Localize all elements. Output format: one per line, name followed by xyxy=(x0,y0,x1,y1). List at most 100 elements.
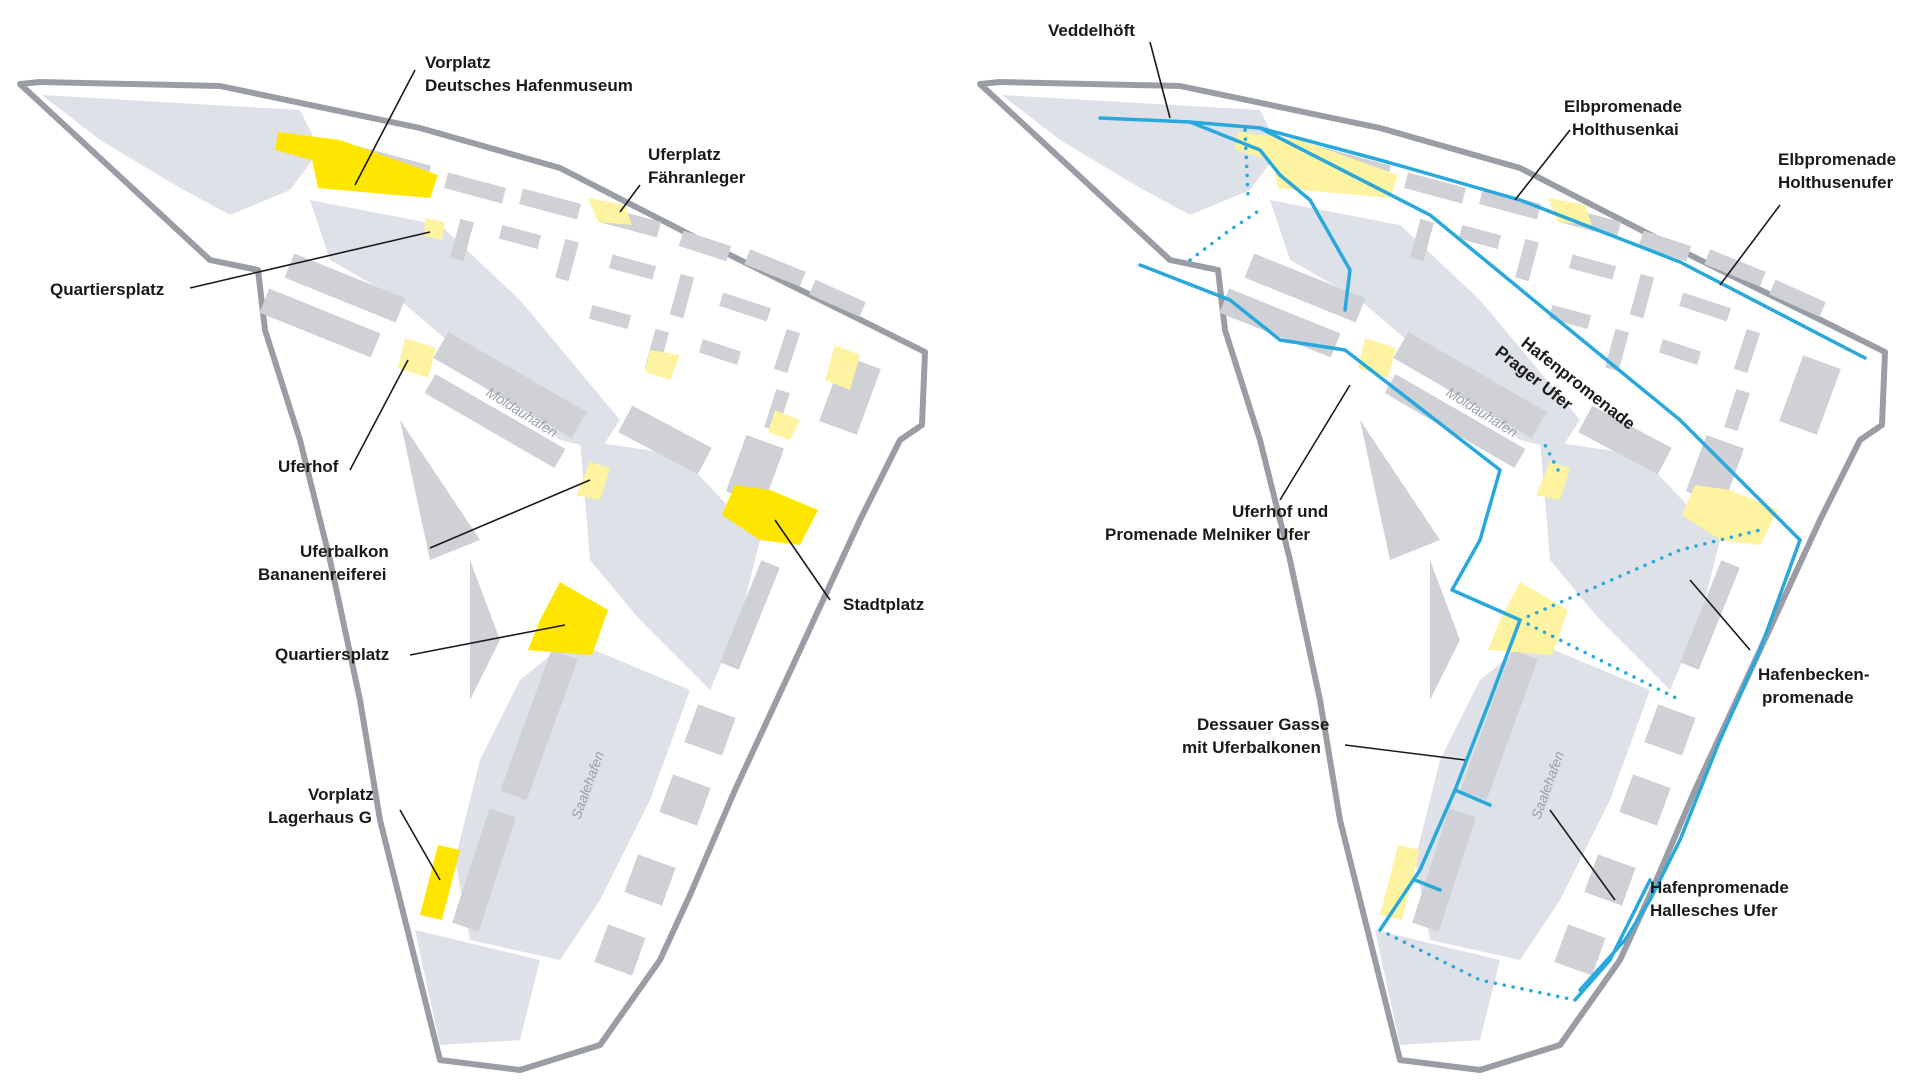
route-dotted xyxy=(1518,528,1762,622)
building xyxy=(450,218,474,262)
building xyxy=(1554,924,1606,976)
building xyxy=(678,230,732,262)
building xyxy=(1458,225,1502,249)
building xyxy=(1733,328,1761,374)
building xyxy=(443,172,507,204)
route-melniker-ufer xyxy=(1138,263,1522,622)
label-line: Promenade Melniker Ufer xyxy=(1105,525,1310,544)
left-map: Moldauhafen Saalehafen Vorplatz Deutsche… xyxy=(17,53,928,1073)
plaza-uferplatz xyxy=(588,198,632,225)
label-uferhof: Uferhof xyxy=(278,457,339,476)
label-line: Dessauer Gasse xyxy=(1197,715,1329,734)
label-line: Bananenreiferei xyxy=(258,565,387,584)
route-hallesches-ufer xyxy=(1573,878,1652,1002)
leader-line xyxy=(354,69,416,186)
building xyxy=(1704,249,1766,287)
leader-lines xyxy=(189,69,831,881)
building xyxy=(1393,332,1547,438)
building xyxy=(259,288,381,358)
building xyxy=(1403,172,1467,204)
building xyxy=(659,774,711,826)
label-uferplatz: Uferplatz Fähranleger xyxy=(648,145,746,187)
building xyxy=(1680,560,1740,670)
right-map: Moldauhafen Saalehafen xyxy=(977,21,1901,1073)
leader-line xyxy=(1149,41,1171,119)
building xyxy=(1478,188,1542,220)
building xyxy=(1460,649,1538,801)
label-hafenpromenade-hallesches: Hafenpromenade Hallesches Ufer xyxy=(1650,878,1794,920)
building xyxy=(555,238,579,282)
building xyxy=(500,649,578,801)
building xyxy=(608,254,657,280)
north-basin xyxy=(42,95,320,215)
ramp-structure xyxy=(1360,420,1440,560)
building xyxy=(719,292,771,322)
saalehafen-basin xyxy=(455,640,690,960)
plaza-light xyxy=(1488,582,1568,655)
saalehafen-basin xyxy=(1415,640,1650,960)
building xyxy=(624,854,676,906)
plaza-quartiersplatz-south xyxy=(528,582,608,655)
building xyxy=(1605,328,1629,372)
promenade-routes xyxy=(1098,116,1867,1002)
route-hafenbecken xyxy=(1578,538,1802,992)
label-uferhof-promenade: Uferhof und Promenade Melniker Ufer xyxy=(1105,502,1333,544)
label-vorplatz-lagerhaus: Vorplatz Lagerhaus G xyxy=(268,785,379,827)
building xyxy=(1584,854,1636,906)
building xyxy=(669,273,695,319)
label-line: Holthusenkai xyxy=(1572,120,1679,139)
label-line: Vorplatz xyxy=(308,785,374,804)
building xyxy=(1679,292,1731,322)
plaza-light xyxy=(1235,132,1398,198)
south-basin xyxy=(415,930,540,1045)
building xyxy=(1724,388,1750,432)
label-quartiersplatz-north: Quartiersplatz xyxy=(50,280,164,299)
label-line: Holthusenufer xyxy=(1778,173,1894,192)
leader-line xyxy=(399,809,441,881)
plaza-light xyxy=(1380,845,1420,920)
label-line: mit Uferbalkonen xyxy=(1182,738,1321,757)
leader-line xyxy=(774,519,831,601)
building xyxy=(698,339,742,365)
plaza-courtyard xyxy=(645,350,680,380)
building xyxy=(720,560,780,670)
label-line: promenade xyxy=(1762,688,1854,707)
building xyxy=(1244,253,1366,323)
route-prager-ufer xyxy=(1258,126,1802,542)
label-line: Elbpromenade xyxy=(1564,97,1682,116)
label-line: Lagerhaus G xyxy=(268,808,372,827)
plaza-stadtplatz xyxy=(722,485,818,545)
building xyxy=(594,924,646,976)
building xyxy=(744,249,806,287)
label-line: Hafenbecken- xyxy=(1758,665,1869,684)
label-line: Uferhof und xyxy=(1232,502,1328,521)
route-dotted xyxy=(1518,618,1682,702)
building xyxy=(1384,373,1526,469)
plaza-courtyard xyxy=(825,345,860,390)
leader-line xyxy=(1514,129,1571,201)
building xyxy=(618,405,712,475)
plaza-quartiersplatz-north xyxy=(424,218,445,240)
leader-line xyxy=(1344,744,1466,761)
leader-lines xyxy=(1149,41,1781,901)
label-elbpromenade-holthusenufer: Elbpromenade Holthusenufer xyxy=(1778,150,1901,192)
building xyxy=(284,253,406,323)
label-dessauer-gasse: Dessauer Gasse mit Uferbalkonen xyxy=(1182,715,1334,757)
plaza-corridor xyxy=(768,410,800,440)
plaza-uferhof xyxy=(398,338,436,378)
label-line: Fähranleger xyxy=(648,168,746,187)
leader-line xyxy=(1279,384,1351,501)
building xyxy=(452,808,516,932)
plaza-light xyxy=(1548,198,1592,225)
building xyxy=(424,373,566,469)
label-quartiersplatz-south: Quartiersplatz xyxy=(275,645,389,664)
building xyxy=(1410,218,1434,262)
leader-line xyxy=(189,231,431,289)
plaza-light xyxy=(1536,462,1570,500)
plaza-vorplatz-museum xyxy=(275,132,438,198)
building xyxy=(518,188,582,220)
label-uferbalkon: Uferbalkon Bananenreiferei xyxy=(258,542,394,584)
label-line: Uferplatz xyxy=(648,145,721,164)
building xyxy=(498,225,542,249)
